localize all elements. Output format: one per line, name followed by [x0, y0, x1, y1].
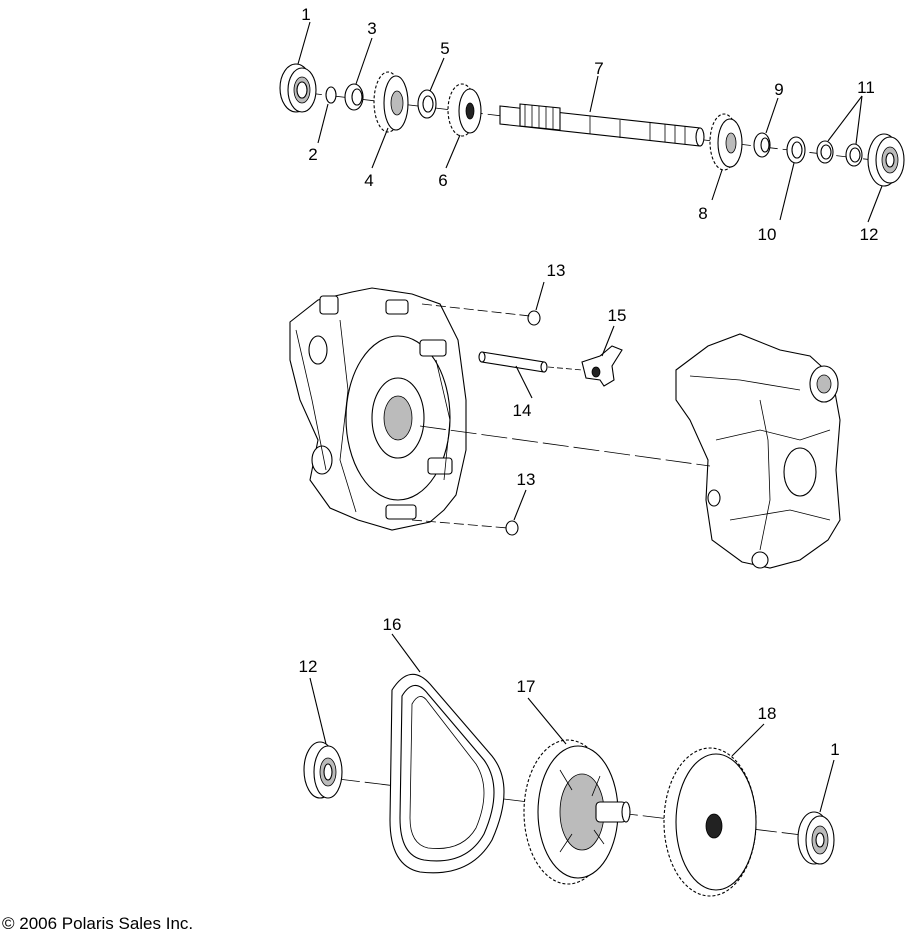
callout-12: 12 — [860, 225, 879, 244]
callout-16: 16 — [383, 615, 402, 634]
case-assembly — [289, 281, 841, 569]
callout-5: 5 — [440, 39, 449, 58]
part-2-snap-ring — [325, 86, 337, 104]
copyright-notice: © 2006 Polaris Sales Inc. — [2, 914, 194, 933]
callout-1: 1 — [301, 5, 310, 24]
part-11-rings — [816, 140, 863, 167]
callout-7: 7 — [594, 59, 603, 78]
part-3-bushing — [344, 83, 364, 111]
part-14-rod — [478, 351, 548, 373]
part-8-gear — [709, 113, 743, 171]
callout-3: 3 — [367, 19, 376, 38]
callout-15: 15 — [608, 306, 627, 325]
callout-18: 18 — [758, 704, 777, 723]
callout-13-upper: 13 — [547, 261, 566, 280]
part-13-dowel-lower — [411, 519, 519, 536]
callout-4: 4 — [364, 171, 373, 190]
part-6-gear — [447, 83, 482, 137]
part-12-bearing — [867, 133, 905, 187]
part-12-bearing-lower — [303, 741, 343, 799]
part-17-gear — [523, 739, 631, 885]
part-15-shift-fork — [581, 345, 623, 387]
shaft-assembly — [279, 21, 905, 223]
right-case-half — [675, 333, 841, 569]
callout-6: 6 — [438, 171, 447, 190]
callout-2: 2 — [308, 145, 317, 164]
part-13-dowel-upper — [421, 303, 541, 326]
callout-1-lower: 1 — [830, 740, 839, 759]
drive-assembly — [303, 633, 835, 897]
callout-12-lower: 12 — [299, 657, 318, 676]
callout-9: 9 — [774, 80, 783, 99]
part-16-chain — [389, 673, 505, 874]
callout-8: 8 — [698, 204, 707, 223]
part-10-washer — [786, 136, 806, 164]
part-1-bearing — [279, 63, 317, 113]
left-case-half — [289, 287, 467, 531]
part-1-bearing-lower — [797, 811, 835, 865]
callout-14: 14 — [513, 401, 532, 420]
part-4-gear — [373, 71, 409, 133]
part-9-bushing — [753, 132, 771, 158]
callout-13-lower: 13 — [517, 470, 536, 489]
callout-11: 11 — [857, 78, 875, 97]
part-7-shaft — [499, 103, 705, 147]
callout-labels: 1 2 3 4 5 6 7 8 9 10 11 12 13 14 15 13 1… — [299, 5, 879, 759]
part-18-gear — [663, 747, 757, 897]
part-5-washer — [417, 89, 437, 119]
callout-17: 17 — [517, 677, 536, 696]
callout-10: 10 — [758, 225, 777, 244]
